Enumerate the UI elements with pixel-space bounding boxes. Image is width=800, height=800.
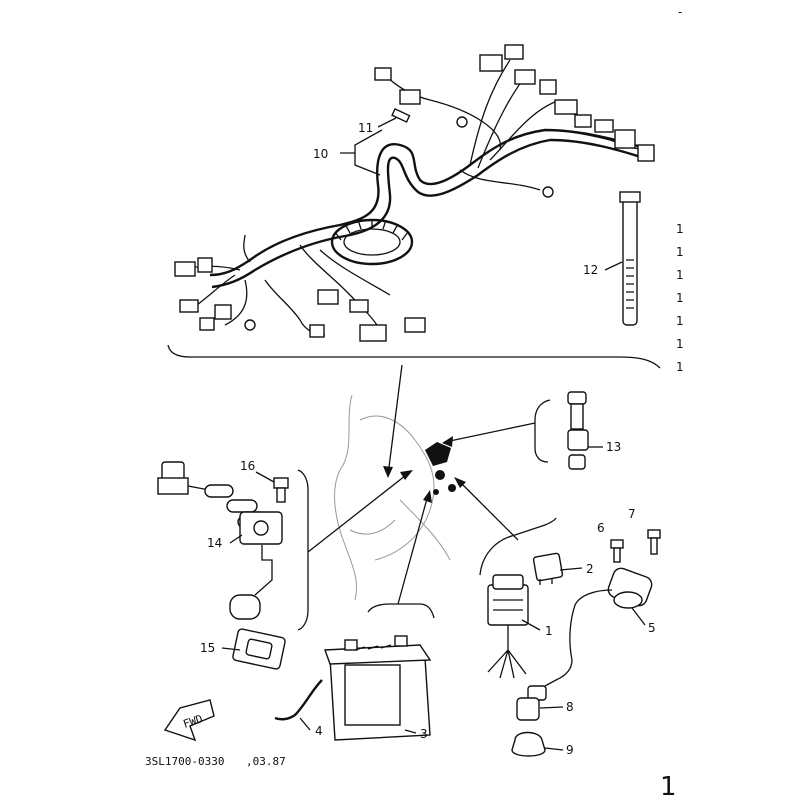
callout-labels: 1 2 3 4 5 6 7 8 9 10 11 12 13 14 15 16 <box>200 121 656 757</box>
callout-10: 10 <box>313 147 328 161</box>
callout-4: 4 <box>315 724 323 738</box>
callout-15: 15 <box>200 641 215 655</box>
svg-text:1: 1 <box>676 360 684 374</box>
frame-sketch <box>334 394 451 601</box>
arrow-harness <box>383 364 403 478</box>
svg-text:1: 1 <box>676 268 684 282</box>
wire-harness <box>174 44 655 342</box>
callout-11: 11 <box>358 121 373 135</box>
svg-text:1: 1 <box>676 245 684 259</box>
battery <box>324 635 432 741</box>
sheet-suffix: ,03.87 <box>246 755 286 768</box>
callout-6: 6 <box>597 521 605 535</box>
callout-2: 2 <box>586 562 594 576</box>
battery-breather-hose <box>274 679 323 721</box>
svg-text:1: 1 <box>676 337 684 351</box>
fuel-sender <box>157 461 283 620</box>
fuel-sender-bracket <box>297 469 309 631</box>
svg-text:1: 1 <box>676 222 684 236</box>
fuel-sender-bolt <box>273 477 289 503</box>
page-mark: 1 <box>660 772 677 800</box>
fwd-arrow: FWD <box>163 699 215 742</box>
relay-unit <box>532 552 564 585</box>
callout-9: 9 <box>566 743 574 757</box>
bolt-7 <box>647 529 661 555</box>
sheet-code: 3SL1700-0330 <box>145 755 224 768</box>
battery-bracket <box>367 603 435 619</box>
screw-6 <box>610 539 624 563</box>
leader-lines <box>221 117 646 751</box>
corner-mark: - <box>678 5 682 19</box>
svg-text:1: 1 <box>676 314 684 328</box>
svg-text:FWD: FWD <box>181 712 204 731</box>
callout-3: 3 <box>420 727 428 741</box>
callout-5: 5 <box>648 621 656 635</box>
callout-7: 7 <box>628 507 636 521</box>
regulator-bracket <box>479 517 557 576</box>
terminal-cover <box>511 731 546 757</box>
fuel-sender-gasket <box>232 628 286 670</box>
callout-1: 1 <box>545 624 553 638</box>
callout-8: 8 <box>566 700 574 714</box>
svg-text:1: 1 <box>676 291 684 305</box>
harness-group-bracket <box>167 344 661 369</box>
mount-point <box>425 442 456 495</box>
callout-13: 13 <box>606 440 621 454</box>
right-margin-marks: 1 1 1 1 1 1 1 <box>676 222 684 374</box>
starter-cable-terminal <box>516 685 547 721</box>
cable-band <box>619 191 641 326</box>
starter-motor <box>544 567 653 687</box>
rectifier-regulator <box>487 574 529 679</box>
starter-relay <box>567 391 603 470</box>
callout-14: 14 <box>207 536 222 550</box>
starter-relay-bracket <box>534 399 551 463</box>
callout-12: 12 <box>583 263 598 277</box>
fuse <box>391 107 411 123</box>
callout-16: 16 <box>240 459 255 473</box>
